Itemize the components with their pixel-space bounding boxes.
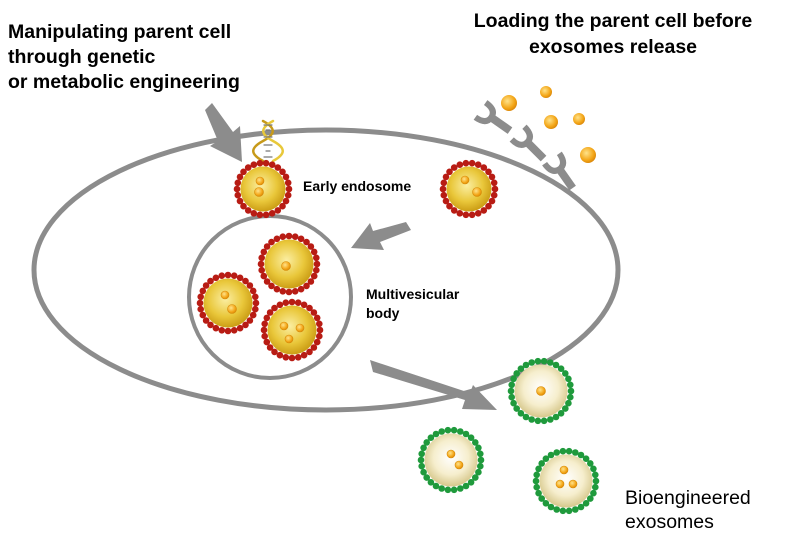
exosome-membrane-dots (417, 426, 485, 494)
arrow-release (370, 360, 497, 410)
cargo-particle-icon (555, 479, 565, 489)
bioengineered-label-line-2: exosomes (625, 511, 714, 533)
cargo-particle-icon (255, 176, 265, 186)
vesicle-lumen (240, 166, 286, 212)
cargo-particle-icon (454, 460, 464, 470)
cargo-particle-icon (568, 479, 578, 489)
mvb-endosome-right (260, 298, 324, 362)
vesicles (196, 159, 600, 515)
receptor-icon (542, 151, 576, 191)
loading-label: Loading the parent cell before exosomes … (438, 8, 788, 60)
cargo-particle-icon (536, 386, 546, 396)
receptors (473, 100, 576, 191)
vesicle-lumen (539, 454, 593, 508)
exosome-membrane-dots (532, 447, 600, 515)
endosome-membrane-dots (439, 159, 499, 219)
mvb-endosome-top (257, 232, 321, 296)
cargo-particle-icon (460, 175, 470, 185)
early-endosome-label: Early endosome (303, 178, 412, 194)
arrow-into-cell (205, 103, 242, 162)
cargo-particle-icon (580, 147, 596, 163)
cargo-particle-icon (284, 334, 294, 344)
parent-cell-membrane (31, 127, 621, 413)
multivesicular-body-label: Multivesicular body (366, 285, 459, 323)
receptor-icon (473, 100, 513, 134)
exosome-membrane-dots (507, 357, 575, 425)
bioengineered-label-line-1: Bioengineered (625, 487, 751, 509)
bioengineered-exosomes-label: Bioengineered exosomes (625, 486, 751, 534)
early-endosome-left (233, 159, 293, 219)
cargo-particle-icon (254, 187, 264, 197)
multivesicular-body-membrane (187, 214, 353, 380)
cargo-particle-icon (540, 86, 552, 98)
mvb-label-line-2: body (366, 305, 400, 321)
vesicle-lumen (267, 305, 317, 355)
manipulating-label: Manipulating parent cell through genetic… (8, 20, 240, 95)
bioengineered-exosome-left (417, 426, 485, 494)
receptor-icon (509, 124, 547, 162)
arrow-to-mvb (351, 222, 411, 250)
loading-label-line-1: Loading the parent cell before (473, 10, 753, 32)
cargo-particle-icon (220, 290, 230, 300)
free-cargo-particles (501, 86, 596, 163)
dna-helix-icon (252, 119, 284, 163)
cargo-particle-icon (279, 321, 289, 331)
cargo-particle-icon (281, 261, 291, 271)
cargo-particle-icon (544, 115, 558, 129)
endosome-membrane-dots (260, 298, 324, 362)
early-endosome-right (439, 159, 499, 219)
bioengineered-exosome-right (532, 447, 600, 515)
cargo-particle-icon (573, 113, 585, 125)
cargo-particle-icon (472, 187, 482, 197)
cargo-particle-icon (501, 95, 517, 111)
manipulating-label-line-3: or metabolic engineering (8, 71, 240, 93)
vesicle-lumen (203, 278, 253, 328)
mvb-endosome-left (196, 271, 260, 335)
cargo-particle-icon (559, 465, 569, 475)
endosome-membrane-dots (257, 232, 321, 296)
cargo-particle-icon (227, 304, 237, 314)
endosome-membrane-dots (233, 159, 293, 219)
endosome-membrane-dots (196, 271, 260, 335)
mvb-label-line-1: Multivesicular (366, 286, 460, 302)
manipulating-label-line-2: through genetic (8, 46, 156, 68)
manipulating-label-line-1: Manipulating parent cell (8, 21, 232, 43)
cargo-particle-icon (295, 323, 305, 333)
loading-label-line-2: exosomes release (528, 36, 698, 58)
vesicle-lumen (446, 166, 492, 212)
bioengineered-exosome-top (507, 357, 575, 425)
vesicle-lumen (424, 433, 478, 487)
cargo-particle-icon (446, 449, 456, 459)
